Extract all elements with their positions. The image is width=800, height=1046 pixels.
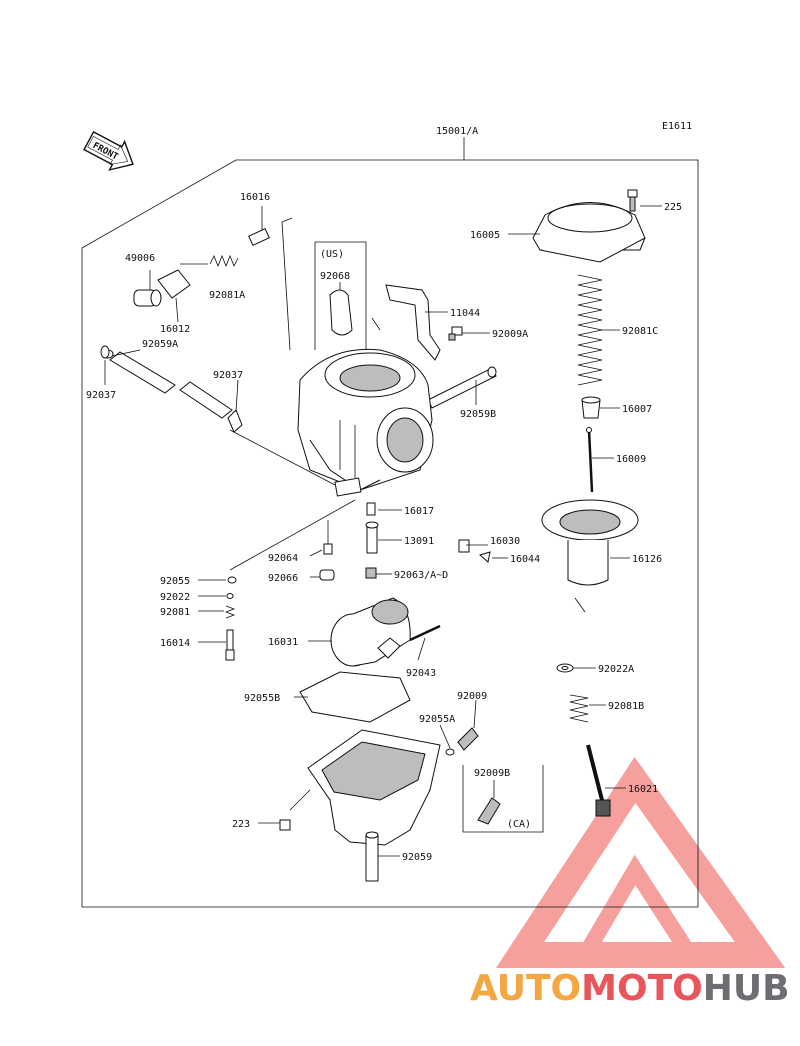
label-92055: 92055 [160,576,190,587]
part-16012-drawing [157,269,191,323]
watermark-hub: HUB [703,968,790,1009]
clamp-92037-right-drawing [227,409,243,433]
spring-92081c-drawing [577,274,603,386]
watermark-triangle-logo [495,757,786,968]
clamp-92037-left-drawing [100,345,110,359]
label-16021: 16021 [628,784,658,795]
needle-16009-drawing [586,427,594,493]
label-13091: 13091 [404,536,434,547]
label-92009: 92009 [457,691,487,702]
part-16016-drawing [248,206,293,351]
label-16012: 16012 [160,324,190,335]
label-92022: 92022 [160,592,190,603]
label-92037-left: 92037 [86,390,116,401]
part-16017-drawing [229,499,376,571]
label-92037-right: 92037 [213,370,243,381]
label-92081a: 92081A [209,290,245,301]
part-49006-drawing [133,289,162,307]
needle-jet-13091-drawing [365,521,379,554]
label-92066: 92066 [268,573,298,584]
label-16016: 16016 [240,192,270,203]
label-16005: 16005 [470,230,500,241]
screw-225-drawing [627,189,638,212]
float-bowl-drawing [307,729,441,846]
part-92064-drawing [323,520,333,555]
label-16007: 16007 [622,404,652,415]
watermark-auto: AUTO [470,968,581,1009]
label-92022a: 92022A [598,664,634,675]
jet-92063-drawing [365,567,377,579]
label-92009a: 92009A [492,329,528,340]
hose-92059a-drawing [102,349,233,419]
label-225: 225 [664,202,682,213]
assembly-frame [81,137,699,908]
hose-92059-drawing [365,831,379,882]
label-92055a: 92055A [419,714,455,725]
watermark-moto: MOTO [581,968,703,1009]
label-92059b: 92059B [460,409,496,420]
plug-92066-drawing [319,569,335,581]
carburetor-body-drawing [229,348,434,497]
bracket-11044-drawing [371,284,441,361]
label-16014: 16014 [160,638,190,649]
label-92081c: 92081C [622,326,658,337]
label-92059a: 92059A [142,339,178,350]
ca-variant-box: (CA) [462,765,544,833]
label-16017: 16017 [404,506,434,517]
leader-lines [104,205,662,857]
screw-223-drawing [279,789,311,831]
top-cover-16005-drawing [532,202,646,263]
screw-16021-drawing [586,744,611,817]
label-92081b: 92081B [608,701,644,712]
svg-text:AUTOMOTOHUB: AUTOMOTOHUB [470,968,790,1009]
label-16030: 16030 [490,536,520,547]
label-92068: 92068 [320,271,350,282]
label-92064: 92064 [268,553,298,564]
assembly-label: 15001/A [436,126,478,137]
part-labels: 225 16005 16016 49006 92081A 92068 11044… [86,192,682,863]
intake-16031-drawing [330,597,411,667]
label-49006: 49006 [125,253,155,264]
label-11044: 11044 [450,308,480,319]
label-92081: 92081 [160,607,190,618]
screw-92009b-drawing [477,797,501,825]
label-92043: 92043 [406,668,436,679]
label-92009b: 92009B [474,768,510,779]
label-16031: 16031 [268,637,298,648]
label-16126: 16126 [632,554,662,565]
label-92063: 92063/A~D [394,570,448,581]
screw-92009a-drawing [448,326,463,341]
label-223: 223 [232,819,250,830]
spring-92081b-drawing [569,694,589,723]
part-92068-drawing [329,289,353,336]
ca-box-label: (CA) [507,819,531,830]
part-16044-drawing [478,551,491,563]
us-variant-box: (US) [314,241,367,350]
front-arrow-icon: FRONT [83,130,134,171]
us-box-label: (US) [320,249,344,260]
screw-92009-drawing [445,699,479,756]
label-16009: 16009 [616,454,646,465]
diagram-code: E1611 [662,121,692,132]
label-92055b: 92055B [244,693,280,704]
washer-92022a-drawing [556,663,574,673]
pin-92043-drawing [409,624,441,642]
diaphragm-16126-drawing [541,499,639,613]
hose-92059b-drawing [427,366,497,409]
label-92059: 92059 [402,852,432,863]
watermark-logo-text: AUTOMOTOHUB [470,968,790,1009]
spring-92081a-drawing [209,254,239,268]
gasket-92055b-drawing [299,671,411,723]
part-16030-drawing [458,539,470,553]
small-parts-left-drawing [224,576,237,661]
label-16044: 16044 [510,554,540,565]
holder-16007-drawing [581,396,601,419]
